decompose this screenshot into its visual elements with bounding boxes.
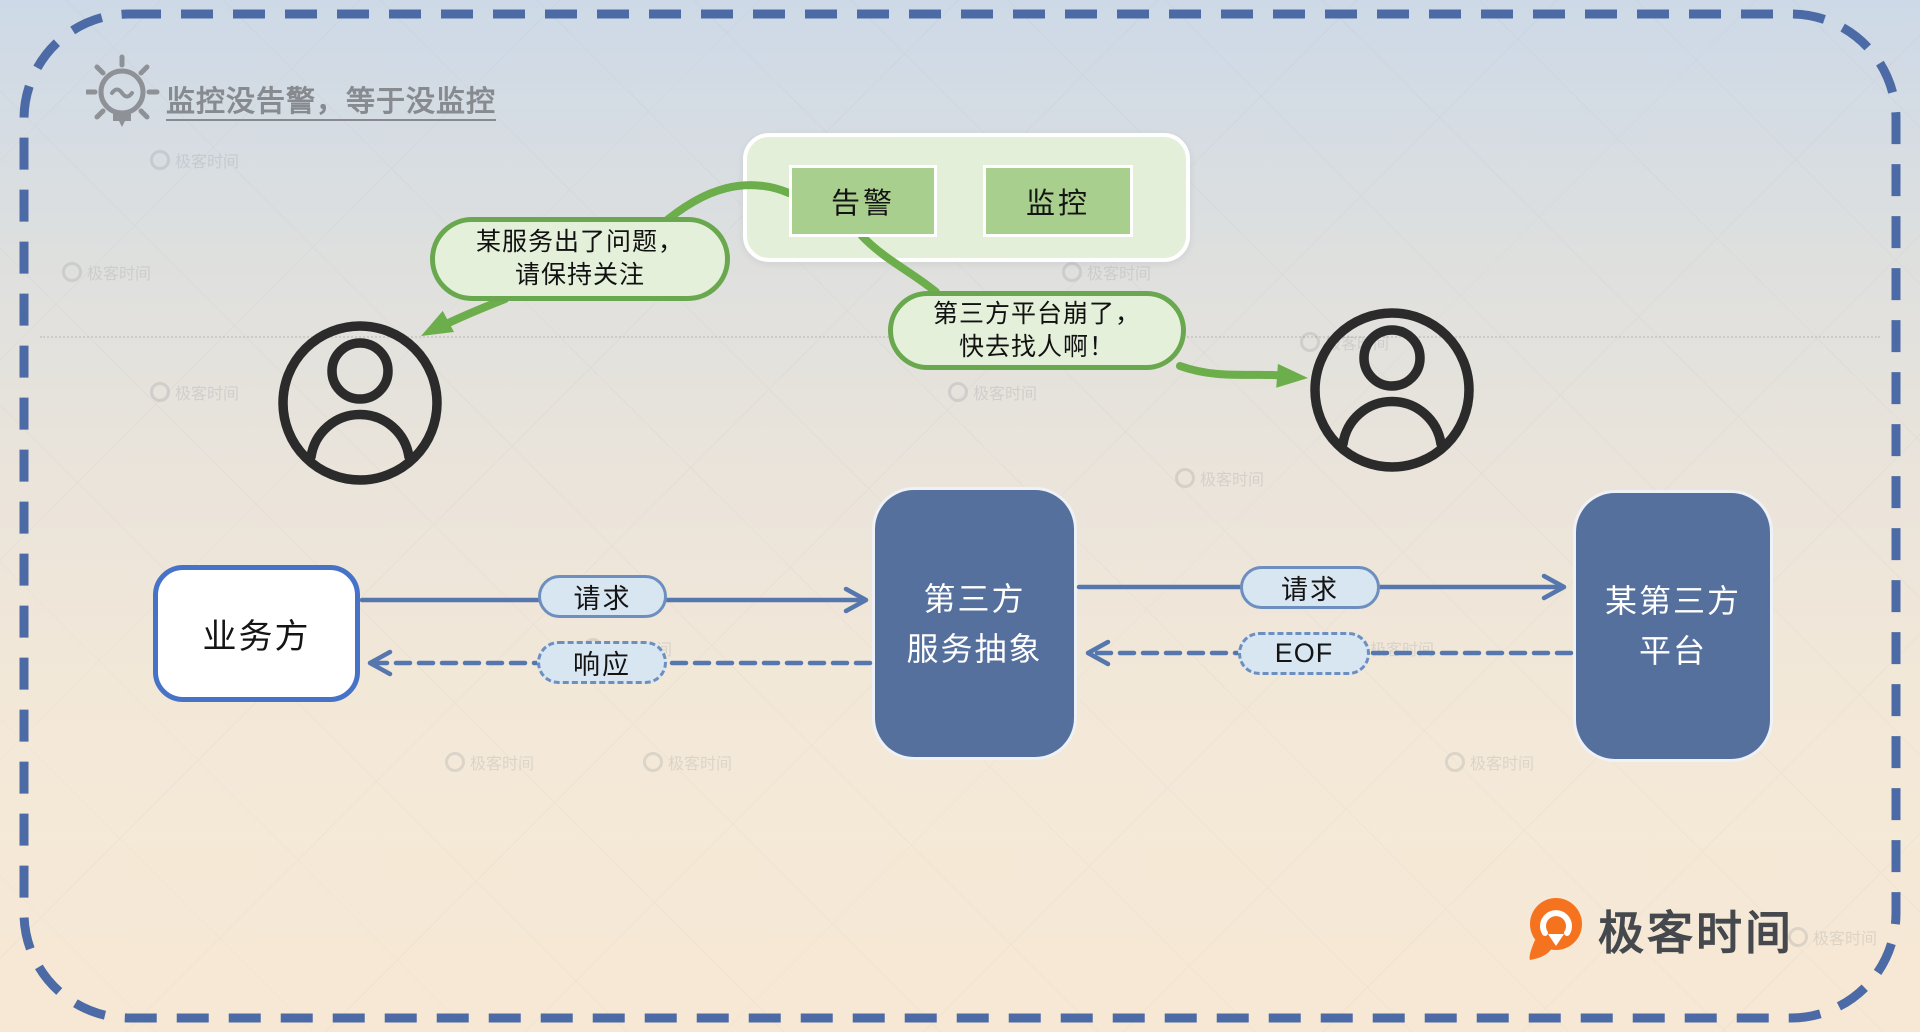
eof-arrowhead-right bbox=[1085, 639, 1111, 667]
watermark: 极客时间 bbox=[62, 260, 151, 284]
watermark: 极客时间 bbox=[150, 148, 239, 172]
abstraction-line2: 服务抽象 bbox=[906, 630, 1043, 667]
watermark-text: 极客时间 bbox=[1370, 642, 1435, 659]
watermark: 极客时间 bbox=[1175, 466, 1264, 490]
watermark-logo-icon bbox=[150, 382, 170, 402]
watermark-text: 极客时间 bbox=[175, 386, 240, 403]
third-party-platform-box: 某第三方 平台 bbox=[1573, 490, 1773, 762]
alert-box: 告警 bbox=[789, 165, 937, 237]
response-arrowhead-left bbox=[367, 649, 393, 677]
watermark-text: 极客时间 bbox=[1325, 336, 1390, 353]
watermark: 极客时间 bbox=[445, 750, 534, 774]
left-bubble-line2: 请保持关注 bbox=[514, 261, 645, 289]
request-arrowhead-right bbox=[1541, 573, 1567, 601]
watermark-logo-icon bbox=[948, 382, 968, 402]
watermark-text: 极客时间 bbox=[973, 386, 1038, 403]
monitor-box: 监控 bbox=[983, 165, 1133, 237]
watermark: 极客时间 bbox=[150, 380, 239, 404]
page-title: 监控没告警，等于没监控 bbox=[166, 86, 497, 118]
watermark-text: 极客时间 bbox=[668, 756, 733, 773]
watermark: 极客时间 bbox=[1445, 750, 1534, 774]
watermark: 极客时间 bbox=[948, 380, 1037, 404]
watermark-logo-icon bbox=[445, 752, 465, 772]
business-box: 业务方 bbox=[153, 565, 360, 702]
watermark: 极客时间 bbox=[1062, 260, 1151, 284]
watermark: 极客时间 bbox=[643, 750, 732, 774]
eof-pill-right: EOF bbox=[1238, 632, 1370, 675]
watermark-text: 极客时间 bbox=[87, 266, 152, 283]
right-speech-bubble: 第三方平台崩了， 快去找人啊！ bbox=[888, 291, 1186, 370]
request-arrowhead-left bbox=[843, 586, 869, 614]
right-green-arrowhead bbox=[1276, 363, 1308, 388]
left-bubble-to-person-line bbox=[432, 295, 509, 333]
platform-line2: 平台 bbox=[1638, 633, 1707, 669]
right-bubble-line2: 快去找人啊！ bbox=[958, 332, 1115, 361]
watermark-logo-icon bbox=[643, 752, 663, 772]
watermark-logo-icon bbox=[1175, 468, 1195, 488]
left-green-arrowhead bbox=[421, 310, 455, 336]
geektime-logo-icon bbox=[1529, 898, 1582, 960]
request-pill-right: 请求 bbox=[1240, 566, 1380, 609]
right-bubble-to-person-line bbox=[1176, 362, 1296, 381]
watermark-logo-icon bbox=[1445, 752, 1465, 772]
watermark-text: 极客时间 bbox=[470, 756, 535, 773]
third-party-abstraction-box: 第三方 服务抽象 bbox=[872, 487, 1077, 760]
platform-line1: 某第三方 bbox=[1604, 583, 1741, 619]
left-bubble-line1: 某服务出了问题， bbox=[475, 228, 684, 256]
request-pill-left: 请求 bbox=[538, 575, 667, 618]
watermark: 极客时间 bbox=[1300, 330, 1389, 354]
response-pill-left: 响应 bbox=[537, 641, 667, 684]
abstraction-line1: 第三方 bbox=[923, 580, 1026, 617]
watermark-logo-icon bbox=[1062, 262, 1082, 282]
watermark-text: 极客时间 bbox=[175, 154, 240, 171]
watermark-text: 极客时间 bbox=[1200, 472, 1265, 489]
watermark: 极客时间 bbox=[1788, 925, 1877, 949]
left-speech-bubble: 某服务出了问题， 请保持关注 bbox=[430, 217, 730, 301]
lightbulb-icon bbox=[86, 54, 160, 127]
watermark-logo-icon bbox=[62, 262, 82, 282]
lightbulb-base bbox=[113, 114, 131, 127]
person-icon-left bbox=[278, 321, 442, 485]
watermark-text: 极客时间 bbox=[1813, 931, 1878, 948]
right-bubble-line1: 第三方平台崩了， bbox=[932, 299, 1141, 328]
watermark-text: 极客时间 bbox=[1087, 266, 1152, 283]
watermark-text: 极客时间 bbox=[1470, 756, 1535, 773]
geektime-logo: 极客时间 bbox=[1526, 896, 1794, 964]
watermark-logo-icon bbox=[150, 150, 170, 170]
geektime-logo-text: 极客时间 bbox=[1598, 907, 1794, 959]
watermark-logo-icon bbox=[1300, 332, 1320, 352]
